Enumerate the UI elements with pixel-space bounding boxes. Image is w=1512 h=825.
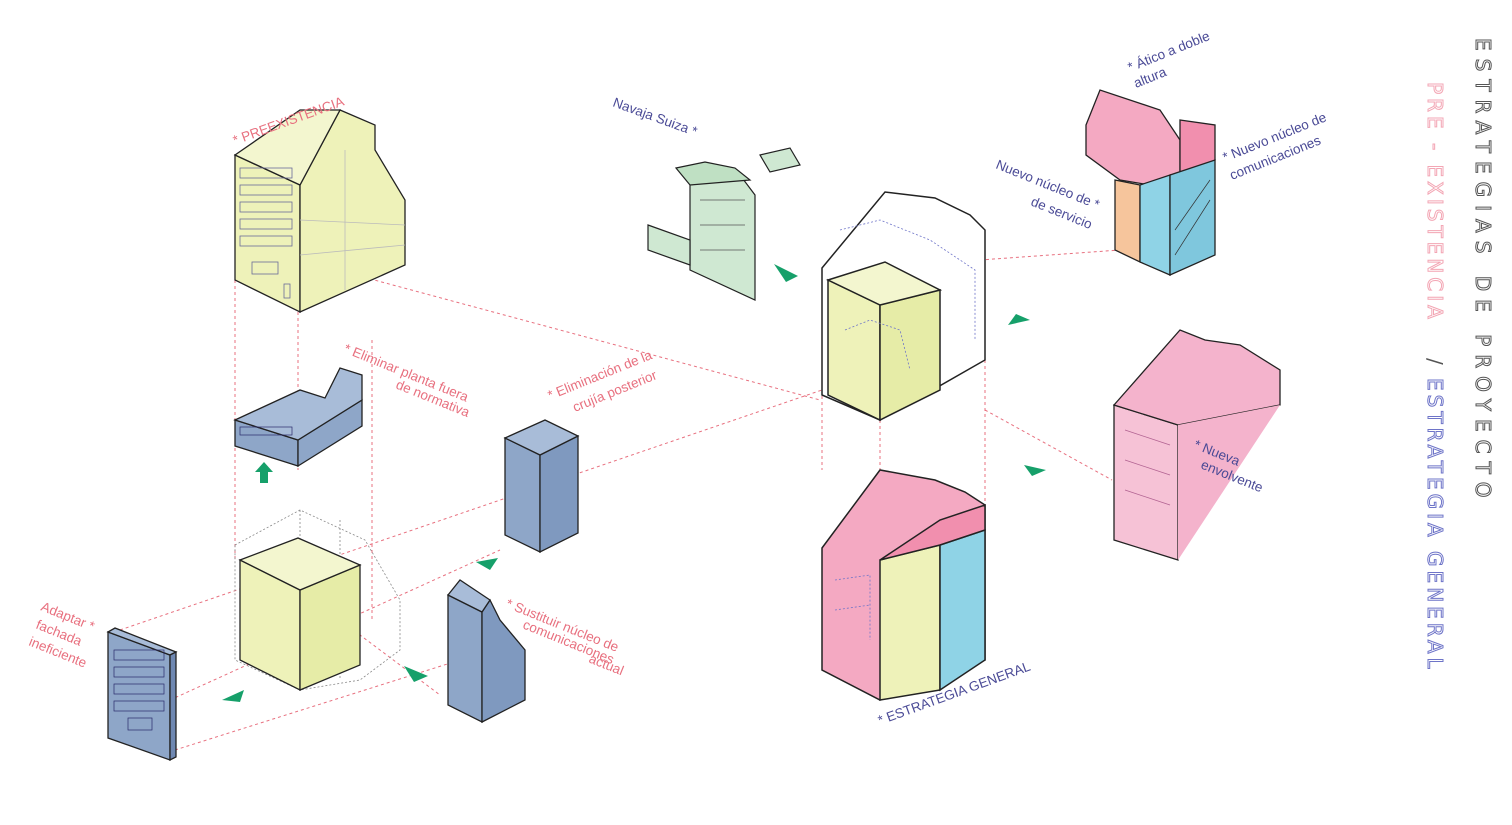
- arrow-up-icon: [255, 462, 273, 483]
- arrow-left-icon-2: [1008, 314, 1030, 325]
- envolvente-block: [1112, 329, 1281, 561]
- arrow-left-icon: [222, 690, 244, 702]
- label-navaja: Navaja Suiza *: [611, 95, 700, 140]
- title-main: ESTRATEGIAS DE PROYECTO: [1471, 38, 1495, 506]
- fachada-block: [106, 627, 178, 762]
- title-separator: /: [1423, 358, 1447, 365]
- arrow-right-icon-2: [404, 666, 428, 682]
- label-atico-1: * Ático a doble: [1126, 28, 1212, 75]
- title-part1: PRE - EXISTENCIA: [1423, 82, 1447, 323]
- estrategia-general-block: [821, 469, 986, 701]
- composite-block: [821, 191, 986, 422]
- nucleos-block: [1085, 89, 1216, 277]
- arrow-right-icon: [476, 558, 498, 570]
- preexistencia-building: [233, 109, 406, 314]
- navaja-suiza-block: [647, 147, 801, 301]
- eliminar-planta-block: [233, 367, 363, 468]
- green-arrows: [222, 264, 1046, 702]
- crujia-block: [503, 419, 580, 554]
- arrow-right-icon-3: [774, 264, 798, 282]
- nucleo-block: [446, 579, 526, 724]
- central-yellow-block: [238, 537, 362, 692]
- vertical-titles: ESTRATEGIAS DE PROYECTO PRE - EXISTENCIA…: [1423, 38, 1496, 674]
- arrow-left-icon-3: [1024, 465, 1046, 476]
- title-part2: ESTRATEGIA GENERAL: [1423, 378, 1447, 673]
